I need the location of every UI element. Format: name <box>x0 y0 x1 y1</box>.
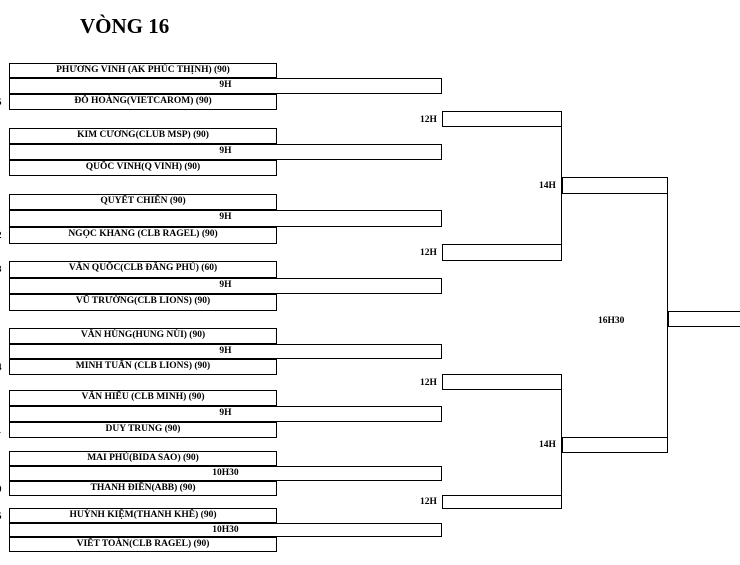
r2-time: 12H <box>420 497 437 507</box>
player-slot-bottom: QUỐC VINH(Q VINH) (90) <box>9 160 277 176</box>
match-time: 9H <box>9 278 442 294</box>
player-slot-top: MAI PHÚ(BIDA SAO) (90) <box>9 451 277 466</box>
left-stub-number: 5 <box>0 510 2 522</box>
player-slot-top: VĂN HIẾU (CLB MINH) (90) <box>9 390 277 406</box>
match-time: 9H <box>9 144 442 160</box>
player-slot-top: VĂN QUỐC(CLB ĐĂNG PHÚ) (60) <box>9 261 277 278</box>
left-stub-number: 3 <box>0 263 2 275</box>
left-stub-number: 4 <box>0 361 2 373</box>
player-slot-bottom: NGỌC KHANG (CLB RAGEL) (90) <box>9 227 277 244</box>
match-time: 9H <box>9 406 442 422</box>
player-slot-bottom: ĐỖ HOÀNG(VIETCAROM) (90) <box>9 94 277 110</box>
match-time: 10H30 <box>9 523 442 537</box>
left-stub-number: 1 <box>0 424 2 436</box>
player-slot-bottom: VIẾT TOÀN(CLB RAGEL) (90) <box>9 537 277 552</box>
page-title: VÒNG 16 <box>80 14 170 38</box>
player-slot-top: VĂN HÙNG(HUNG NÙI) (90) <box>9 328 277 344</box>
r2-time: 12H <box>420 248 437 258</box>
match-time: 9H <box>9 344 442 359</box>
final-time: 16H30 <box>598 316 625 326</box>
r3-slot <box>562 177 668 194</box>
left-stub-number: 2 <box>0 229 2 241</box>
player-slot-bottom: DUY TRUNG (90) <box>9 422 277 438</box>
r2-slot <box>442 374 562 390</box>
player-slot-top: QUYẾT CHIẾN (90) <box>9 194 277 210</box>
player-slot-bottom: VŨ TRƯỜNG(CLB LIONS) (90) <box>9 294 277 311</box>
left-stub-number: 5 <box>0 96 2 108</box>
player-slot-bottom: THANH ĐIỀN(ABB) (90) <box>9 481 277 496</box>
final-slot <box>668 311 740 327</box>
connector-line <box>667 194 668 437</box>
player-slot-top: PHƯƠNG VINH (AK PHÚC THỊNH) (90) <box>9 63 277 78</box>
r2-slot <box>442 495 562 509</box>
r3-time: 14H <box>539 181 556 191</box>
player-slot-bottom: MINH TUẤN (CLB LIONS) (90) <box>9 359 277 375</box>
player-slot-top: KIM CƯƠNG(CLUB MSP) (90) <box>9 128 277 144</box>
player-slot-top: HUỲNH KIỆM(THANH KHÊ) (90) <box>9 508 277 523</box>
r2-time: 12H <box>420 115 437 125</box>
r3-slot <box>562 437 668 453</box>
match-time: 9H <box>9 78 442 94</box>
connector-line <box>561 127 562 244</box>
r3-time: 14H <box>539 440 556 450</box>
r2-time: 12H <box>420 378 437 388</box>
match-time: 10H30 <box>9 466 442 481</box>
connector-line <box>561 390 562 495</box>
match-time: 9H <box>9 210 442 227</box>
r2-slot <box>442 244 562 261</box>
r2-slot <box>442 111 562 127</box>
left-stub-number: 0 <box>0 483 2 495</box>
